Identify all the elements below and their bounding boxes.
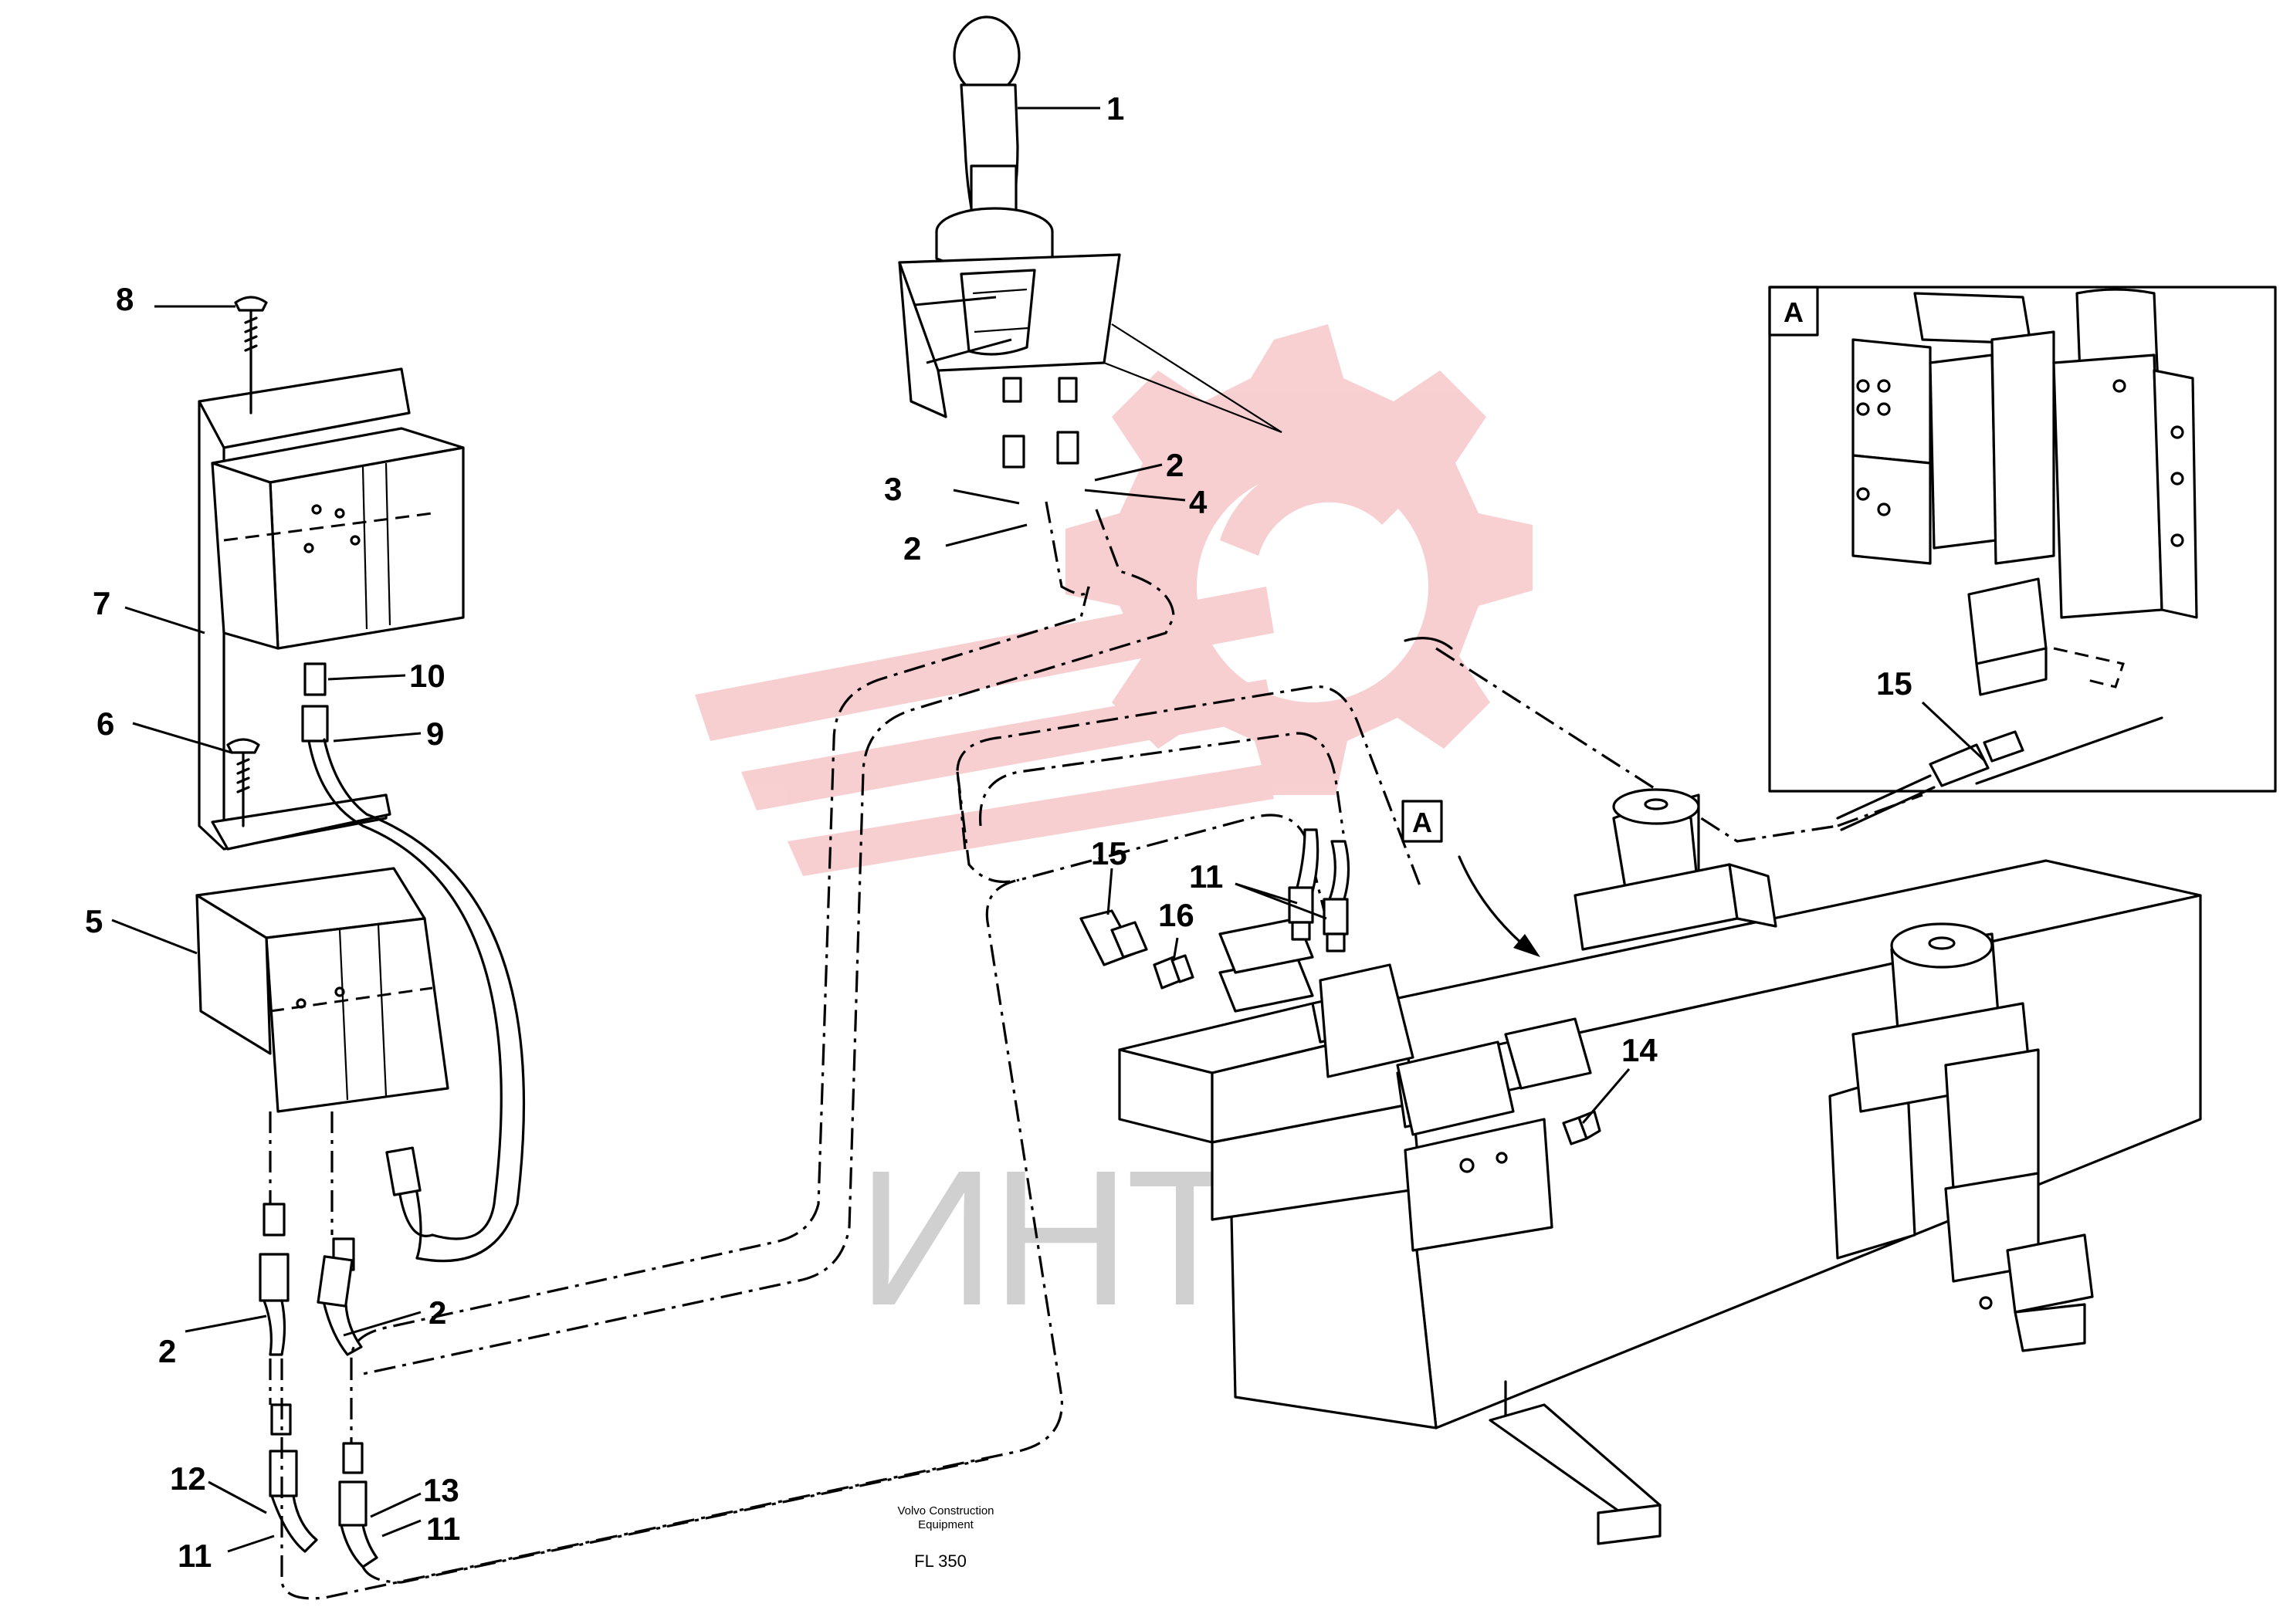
callout-7: 7 xyxy=(93,585,110,621)
view-a-marker xyxy=(1401,800,1540,957)
joystick-control-lever xyxy=(898,15,1282,469)
detail-a-label: A xyxy=(1784,296,1804,328)
adapter-fitting-16 xyxy=(1153,954,1194,990)
callout-2-joystick-left: 2 xyxy=(903,530,921,567)
callout-14: 14 xyxy=(1621,1032,1658,1068)
callout-3: 3 xyxy=(884,471,902,507)
callout-13: 13 xyxy=(423,1472,459,1508)
callout-15-detail: 15 xyxy=(1876,665,1912,702)
callout-10: 10 xyxy=(409,658,445,694)
watermark-gear-logo xyxy=(695,324,1533,876)
callout-5: 5 xyxy=(85,903,103,939)
callout-16: 16 xyxy=(1158,897,1194,933)
footer-brand-line1: Volvo Construction xyxy=(897,1504,994,1517)
view-a-label: A xyxy=(1412,807,1432,838)
left-hose-assemblies xyxy=(259,662,526,1568)
callout-2-joystick-right: 2 xyxy=(1166,447,1184,483)
footer-brand-line2: Equipment xyxy=(918,1518,974,1531)
callout-11-lower-right: 11 xyxy=(426,1511,460,1547)
callout-9: 9 xyxy=(426,716,444,752)
callout-12: 12 xyxy=(170,1460,206,1497)
pressure-switch-fitting-15 xyxy=(1079,909,1148,966)
callout-8: 8 xyxy=(116,281,134,317)
callout-6: 6 xyxy=(97,705,114,742)
lower-valve-block xyxy=(195,867,449,1113)
hydraulic-pipe-runs xyxy=(280,501,1923,1600)
callout-11-middle: 11 xyxy=(1189,858,1223,895)
leader-lines xyxy=(111,107,1986,1553)
callout-15: 15 xyxy=(1091,835,1127,871)
callout-2-lower-right: 2 xyxy=(429,1294,446,1331)
bracket-bolts xyxy=(226,296,268,827)
upper-valve-block xyxy=(211,427,465,650)
plug-fitting-14 xyxy=(1562,1110,1601,1145)
solenoid-left xyxy=(1574,788,1777,951)
callout-4: 4 xyxy=(1189,484,1208,520)
solenoid-right xyxy=(1851,922,2094,1352)
callout-11-lower-left: 11 xyxy=(178,1538,212,1574)
callout-2-lower-left: 2 xyxy=(158,1333,176,1369)
callout-1: 1 xyxy=(1106,90,1124,127)
footer-model: FL 350 xyxy=(914,1551,967,1571)
valve-bracket xyxy=(198,367,411,851)
detail-a-inset xyxy=(1768,286,2277,831)
